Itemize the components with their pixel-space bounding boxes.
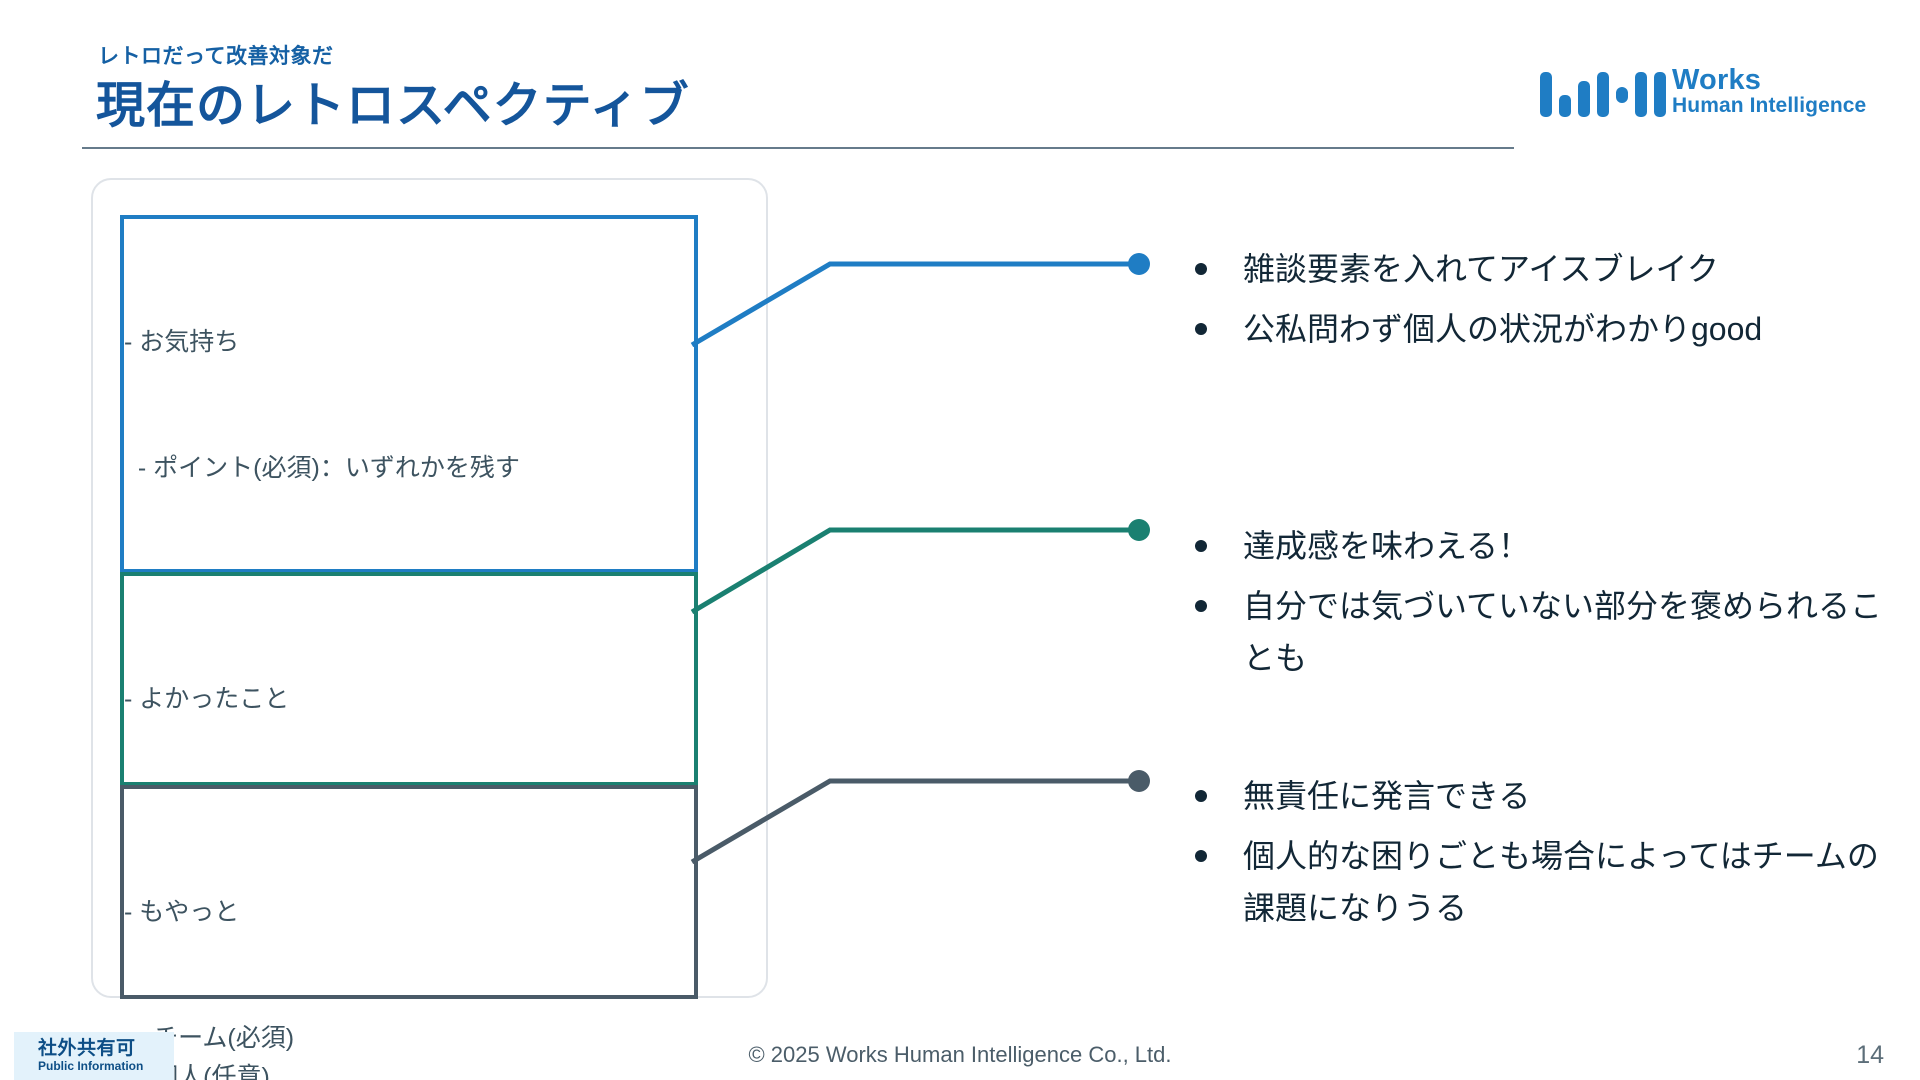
- bullet-item: 無責任に発言できる: [1195, 770, 1883, 822]
- logo-line-1: Works: [1672, 64, 1762, 96]
- bullet-item: 個人的な困りごとも場合によってはチームの課題になりうる: [1195, 830, 1883, 934]
- title-divider: [82, 147, 1514, 149]
- page-number: 14: [1856, 1041, 1884, 1069]
- bullet-text: 無責任に発言できる: [1243, 778, 1531, 814]
- box-line: - よかったこと: [124, 685, 290, 713]
- eyebrow-text: レトロだって改善対象だ: [98, 45, 334, 68]
- bullet-dot-icon: [1195, 323, 1207, 335]
- logo-line-2: Human Intelligence: [1672, 94, 1867, 117]
- public-information-badge: 社外共有可 Public Information: [14, 1032, 174, 1080]
- bullet-item: 公私問わず個人の状況がわかりgood: [1195, 303, 1762, 355]
- bullet-item: 自分では気づいていない部分を褒められることも: [1195, 580, 1883, 684]
- box-line: - ポイント(必須)：いずれかを残す: [124, 454, 520, 482]
- badge-label-en: Public Information: [38, 1059, 144, 1073]
- bullet-item: 雑談要素を入れてアイスブレイク: [1195, 243, 1762, 295]
- box-okimochi: - お気持ち - ポイント(必須)：いずれかを残す - 1: So Bad(とて…: [120, 215, 698, 986]
- works-human-intelligence-logo: Works Human Intelligence: [1540, 62, 1870, 122]
- box-moyatto: - もやっと - チーム(必須) - - 個人(任意) -: [120, 785, 698, 1052]
- bullet-text: 雑談要素を入れてアイスブレイク: [1243, 251, 1719, 287]
- bullet-text: 個人的な困りごとも場合によってはチームの課題になりうる: [1243, 838, 1879, 926]
- connector-dot-2: [1128, 519, 1150, 541]
- box-line: - もやっと: [124, 898, 240, 926]
- bullet-dot-icon: [1195, 790, 1207, 802]
- page-title: 現在のレトロスペクティブ: [96, 79, 690, 133]
- bullet-dot-icon: [1195, 263, 1207, 275]
- bullet-group-moyatto: 無責任に発言できる 個人的な困りごとも場合によってはチームの課題になりうる: [1195, 770, 1883, 942]
- logo-wordmark: Works Human Intelligence: [1672, 66, 1866, 118]
- bullet-group-yokatta: 達成感を味わえる！ 自分では気づいていない部分を褒められることも: [1195, 520, 1883, 692]
- bullet-text: 達成感を味わえる！: [1243, 528, 1531, 564]
- connector-dot-1: [1128, 253, 1150, 275]
- box-yokatta-koto: - よかったこと - チーム(必須) - - 個人(任意) -: [120, 572, 698, 1080]
- logo-bars-icon: [1540, 72, 1666, 117]
- badge-label-jp: 社外共有可: [38, 1038, 136, 1059]
- bullet-dot-icon: [1195, 850, 1207, 862]
- bullet-text: 公私問わず個人の状況がわかりgood: [1243, 311, 1763, 347]
- box-line: - お気持ち: [124, 328, 240, 356]
- bullet-group-okimochi: 雑談要素を入れてアイスブレイク 公私問わず個人の状況がわかりgood: [1195, 243, 1762, 363]
- copyright-text: © 2025 Works Human Intelligence Co., Ltd…: [748, 1042, 1172, 1067]
- bullet-item: 達成感を味わえる！: [1195, 520, 1883, 572]
- bullet-dot-icon: [1195, 600, 1207, 612]
- bullet-text: 自分では気づいていない部分を褒められることも: [1243, 588, 1883, 676]
- connector-dot-3: [1128, 770, 1150, 792]
- bullet-dot-icon: [1195, 540, 1207, 552]
